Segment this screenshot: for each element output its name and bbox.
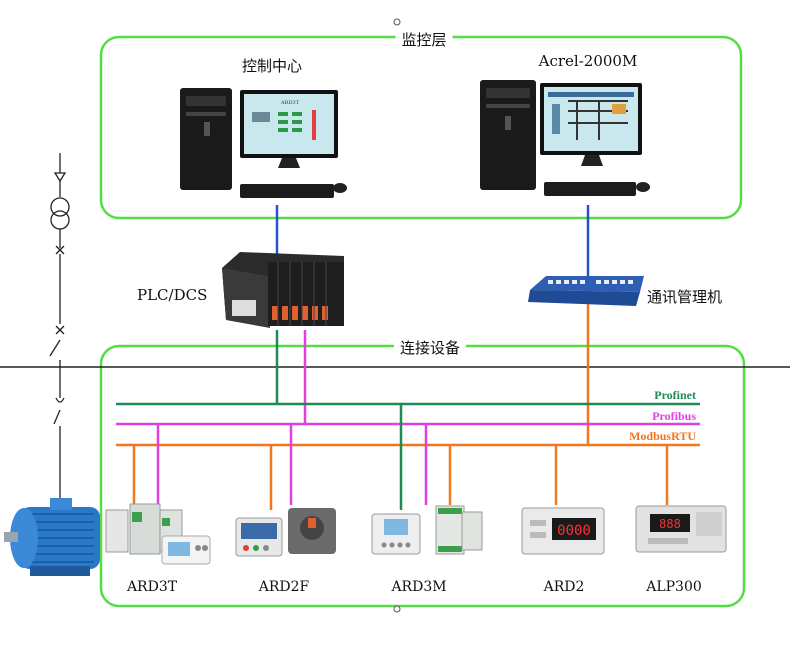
motor-icon [4, 498, 100, 576]
acrel-label: Acrel-2000M [538, 52, 638, 70]
device-label-ard2f: ARD2F [258, 579, 310, 595]
svg-text:ARD3T: ARD3T [280, 100, 300, 106]
control-center-computer-icon: ARD3T [180, 88, 347, 198]
ard2f-device-icon [235, 508, 336, 557]
comm-manager-icon [528, 276, 644, 306]
control-center-label: 控制中心 [241, 57, 303, 75]
profinet-label: Profinet [654, 388, 696, 402]
alp300-display: 888 [659, 517, 681, 531]
device-label-alp300: ALP300 [646, 579, 702, 595]
device-label-ard3m: ARD3M [391, 579, 447, 595]
monitor-layer-title: 监控层 [395, 29, 453, 50]
plc-dcs-rack-icon [222, 252, 344, 328]
ard2-device-icon: 0000 [521, 507, 605, 555]
profibus-label: Profibus [652, 409, 696, 423]
modbus-label: ModbusRTU [629, 429, 696, 443]
comm-manager-label: 通讯管理机 [647, 288, 723, 306]
ard3m-device-icon [371, 505, 483, 555]
device-label-ard2: ARD2 [543, 579, 585, 595]
connect-layer-title: 连接设备 [393, 337, 467, 358]
plc-dcs-label: PLC/DCS [137, 286, 208, 304]
alp300-device-icon: 888 [635, 505, 727, 553]
ard2-display: 0000 [557, 523, 591, 539]
device-label-ard3t: ARD3T [126, 579, 178, 595]
acrel-computer-icon [480, 80, 650, 196]
ard3t-device-icon [105, 503, 211, 565]
single-line-diagram [49, 153, 70, 498]
connect-layer-frame [99, 344, 746, 608]
